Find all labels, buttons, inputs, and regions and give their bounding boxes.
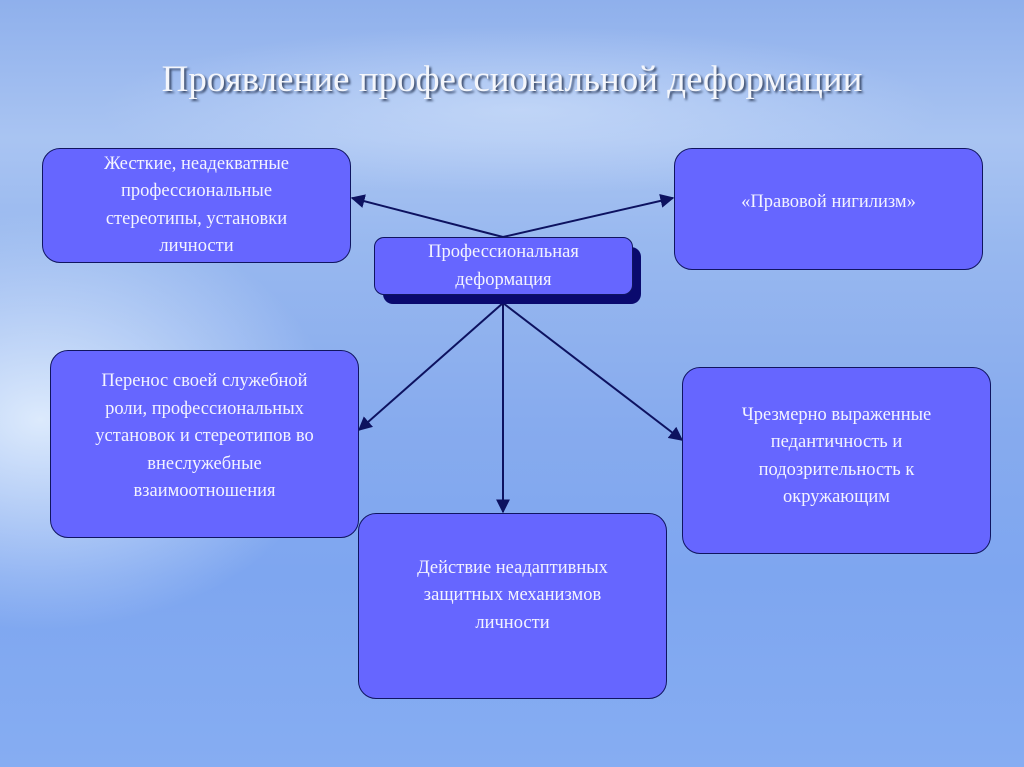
arrow-to-legal-nihilism: [502, 193, 675, 238]
node-label: «Правовой нигилизм»: [741, 192, 916, 213]
node-label: Чрезмерно выраженные педантичность и под…: [741, 404, 932, 508]
node-label: Действие неадаптивных защитных механизмо…: [417, 557, 608, 633]
arrow-to-role-transfer: [357, 302, 504, 431]
node-defense-mechanisms: Действие неадаптивных защитных механизмо…: [358, 513, 667, 699]
node-role-transfer: Перенос своей служебной роли, профессион…: [50, 350, 359, 538]
node-legal-nihilism: «Правовой нигилизм»: [674, 148, 983, 270]
node-professional-deformation: Профессиональная деформация: [374, 237, 633, 295]
node-label: Перенос своей служебной роли, профессион…: [95, 371, 314, 502]
slide-title: Проявление профессиональной деформации: [161, 59, 863, 100]
arrow-to-rigid-stereotypes: [350, 194, 504, 238]
node-rigid-stereotypes: Жесткие, неадекватные профессиональные с…: [42, 148, 351, 263]
node-label: Профессиональная деформация: [428, 242, 579, 290]
node-label: Жесткие, неадекватные профессиональные с…: [104, 153, 289, 257]
arrow-to-pedantry-suspicion: [502, 302, 684, 441]
node-pedantry-suspicion: Чрезмерно выраженные педантичность и под…: [682, 367, 991, 554]
